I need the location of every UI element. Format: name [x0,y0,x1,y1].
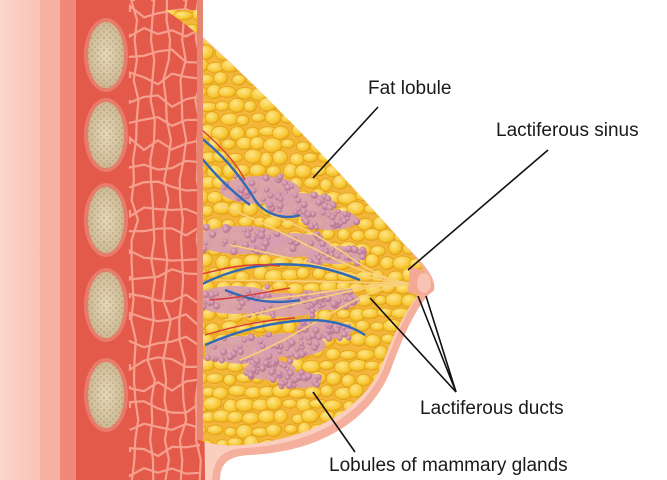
label-lobules-of-mammary-glands: Lobules of mammary glands [329,455,568,477]
leader-fat-lobule [313,107,378,178]
leader-ducts-2 [418,296,456,392]
label-lactiferous-sinus: Lactiferous sinus [496,120,639,142]
fascia-strip [60,0,76,480]
ribs [84,18,128,432]
leader-lactiferous-sinus [408,150,548,270]
areola [417,273,431,293]
fascia-strip-light [40,0,60,480]
rib-5-texture [88,362,124,428]
rib-3-texture [88,187,124,253]
rib-4-texture [88,272,124,338]
rib-1-texture [88,22,124,88]
label-fat-lobule: Fat lobule [368,78,451,100]
label-lactiferous-ducts: Lactiferous ducts [420,398,564,420]
rib-2-texture [88,102,124,168]
leader-ducts-3 [426,296,456,392]
